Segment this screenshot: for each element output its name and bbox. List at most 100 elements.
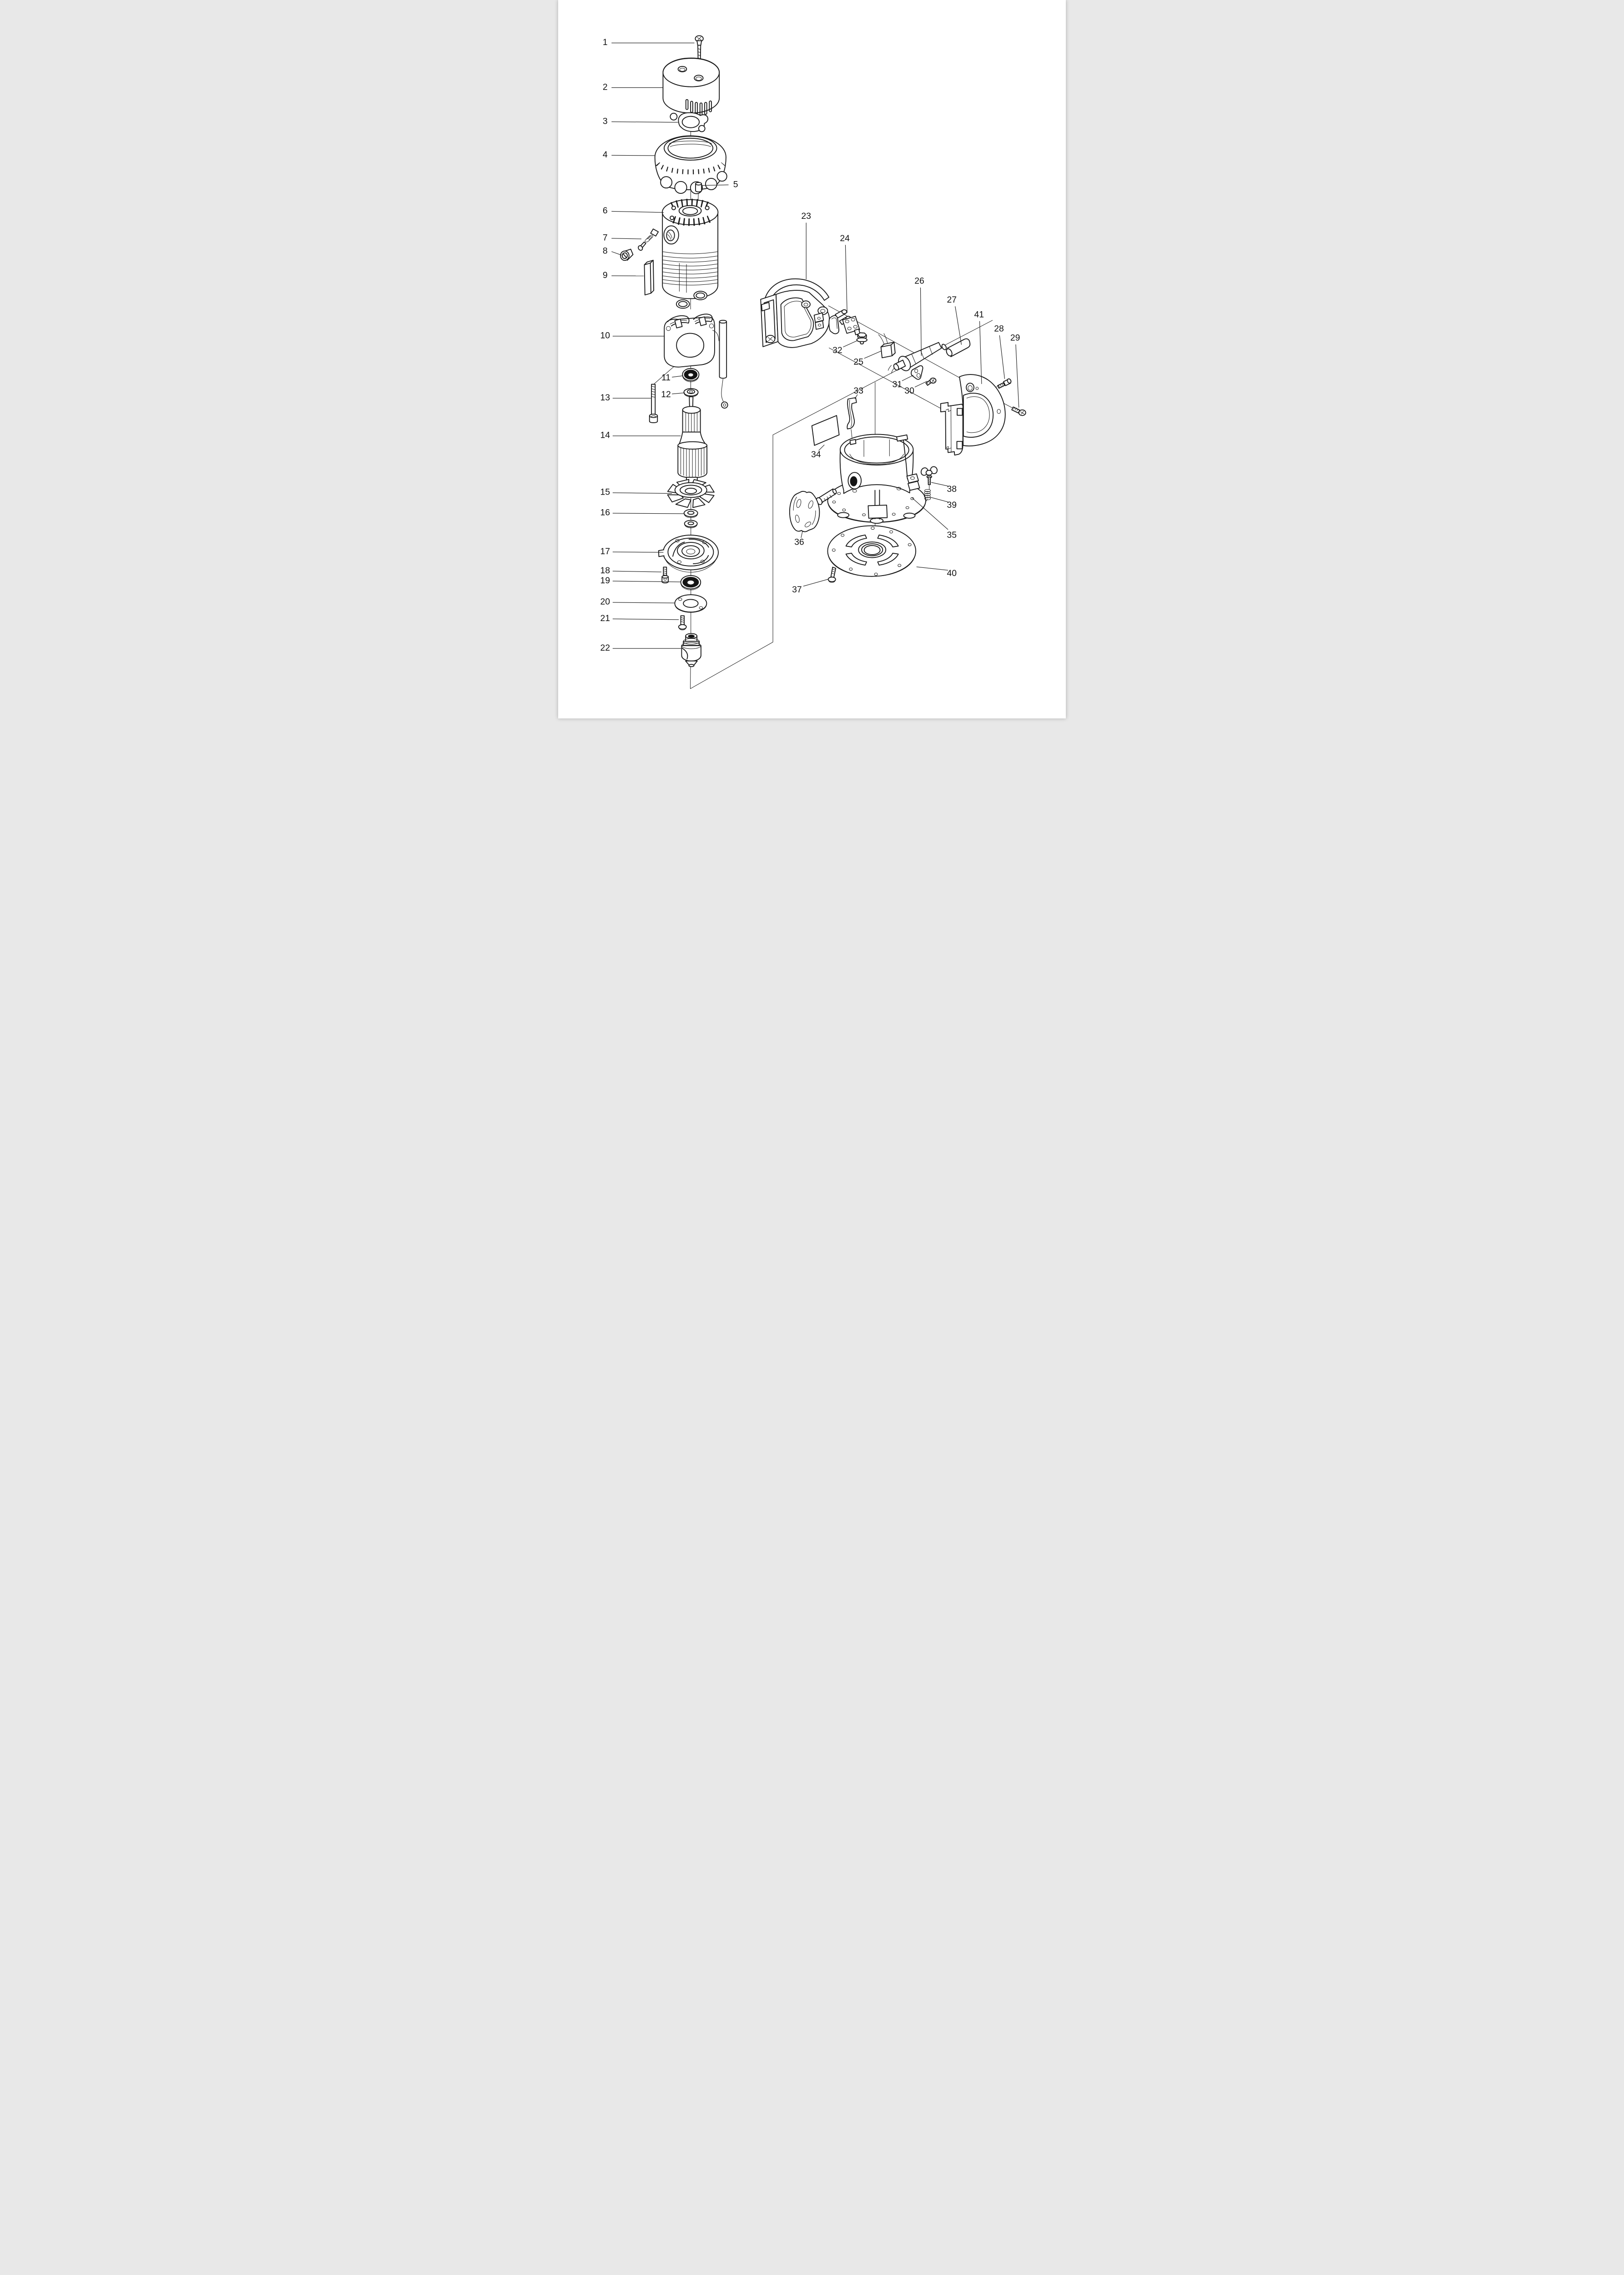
leader-line-32 xyxy=(843,340,858,348)
part-25-capacitor xyxy=(878,333,896,359)
part-10-field-stator xyxy=(664,313,719,368)
part-label-2: 2 xyxy=(603,82,608,92)
leader-line-31 xyxy=(902,375,914,381)
part-label-37: 37 xyxy=(792,585,802,595)
part-16-washers xyxy=(683,509,698,528)
part-3-bearing-cover-plate xyxy=(670,112,709,132)
part-12-washer xyxy=(683,388,699,397)
leader-line-19 xyxy=(612,581,681,582)
part-1-pan-head-screw xyxy=(695,35,704,62)
part-label-33: 33 xyxy=(853,386,863,396)
part-32-nut xyxy=(856,332,867,344)
leader-line-39 xyxy=(930,497,948,502)
part-label-25: 25 xyxy=(853,357,863,367)
part-26-cord-guard xyxy=(888,342,947,374)
part-34-name-plate xyxy=(811,415,840,446)
leader-line-33 xyxy=(854,394,858,399)
part-35-base xyxy=(827,434,926,524)
part-4-ring-nut xyxy=(654,135,727,194)
leader-line-34 xyxy=(818,445,825,451)
part-label-19: 19 xyxy=(600,576,610,586)
leader-line-37 xyxy=(803,579,829,586)
part-label-24: 24 xyxy=(840,233,850,243)
part-label-30: 30 xyxy=(904,386,914,396)
part-27-cord-sleeve xyxy=(946,338,971,357)
leader-line-4 xyxy=(611,155,655,156)
part-label-27: 27 xyxy=(947,295,957,305)
part-8-brush-cap xyxy=(620,248,634,261)
part-36-clamp-knob xyxy=(789,488,837,532)
part-label-11: 11 xyxy=(661,373,671,383)
exploded-parts-diagram-canvas: 1234567891011121314151617181920212223242… xyxy=(600,35,1026,689)
leader-line-41 xyxy=(979,321,982,384)
part-label-1: 1 xyxy=(603,37,608,47)
part-28-screw xyxy=(997,378,1012,389)
part-39-spring xyxy=(924,489,931,500)
leader-line-40 xyxy=(916,566,948,571)
leader-line-7 xyxy=(611,238,641,239)
part-label-40: 40 xyxy=(947,568,957,578)
part-6-motor-housing xyxy=(661,198,719,299)
part-38-wing-bolt xyxy=(920,466,938,485)
part-label-34: 34 xyxy=(811,450,821,460)
leader-line-24 xyxy=(845,245,847,313)
part-label-32: 32 xyxy=(832,345,842,355)
part-label-21: 21 xyxy=(600,613,610,623)
leader-line-28 xyxy=(999,335,1005,379)
part-7-brush-holder-screw xyxy=(638,228,659,251)
part-label-6: 6 xyxy=(603,206,608,216)
leader-line-36 xyxy=(801,531,803,538)
leader-line-38 xyxy=(931,482,948,486)
part-label-9: 9 xyxy=(603,270,608,280)
part-label-7: 7 xyxy=(603,233,608,243)
part-21-screw xyxy=(678,615,687,631)
part-29-screw xyxy=(1011,406,1026,416)
part-label-15: 15 xyxy=(600,487,610,497)
part-9-carbon-brush xyxy=(644,260,655,296)
part-label-8: 8 xyxy=(603,246,608,256)
part-label-23: 23 xyxy=(801,211,811,221)
part-label-31: 31 xyxy=(892,379,902,389)
leader-line-35 xyxy=(911,497,948,530)
part-label-20: 20 xyxy=(600,597,610,607)
part-24-switch xyxy=(828,309,861,335)
leader-line-20 xyxy=(612,602,675,603)
part-33-clamp-lever xyxy=(847,397,857,430)
part-label-17: 17 xyxy=(600,546,610,556)
leader-line-27 xyxy=(955,306,962,345)
part-label-41: 41 xyxy=(974,309,984,319)
part-40-sub-base xyxy=(827,525,917,577)
part-label-14: 14 xyxy=(600,430,610,440)
part-label-16: 16 xyxy=(600,508,610,518)
part-5-pin xyxy=(695,182,702,192)
leader-line-18 xyxy=(612,571,662,572)
part-label-4: 4 xyxy=(603,150,608,160)
leader-line-11 xyxy=(672,375,683,378)
leader-line-21 xyxy=(612,618,679,620)
part-41-handle-right-half xyxy=(940,374,1006,456)
part-label-5: 5 xyxy=(733,180,738,190)
part-label-38: 38 xyxy=(947,484,957,494)
part-18-screw xyxy=(661,566,669,584)
part-20-bearing-plate xyxy=(674,594,707,613)
leader-line-16 xyxy=(612,513,684,514)
part-label-13: 13 xyxy=(600,393,610,403)
part-label-22: 22 xyxy=(600,643,610,653)
part-label-12: 12 xyxy=(661,389,671,399)
field-lead-tube xyxy=(719,319,728,409)
leader-line-6 xyxy=(611,211,664,213)
part-number-labels: 1234567891011121314151617181920212223242… xyxy=(600,37,1020,653)
retaining-rings xyxy=(676,291,707,309)
part-2-motor-housing-cap xyxy=(662,57,720,116)
leader-line-12 xyxy=(672,392,685,394)
part-37-screw xyxy=(827,566,837,583)
leader-line-29 xyxy=(1015,344,1019,408)
leader-line-15 xyxy=(612,492,672,494)
leader-line-26 xyxy=(920,287,922,356)
part-label-18: 18 xyxy=(600,566,610,576)
part-22-collet-chuck xyxy=(681,633,701,667)
part-31-cord-clamp xyxy=(911,365,923,380)
part-label-28: 28 xyxy=(994,324,1004,334)
part-11-ball-bearing-upper xyxy=(682,368,700,382)
